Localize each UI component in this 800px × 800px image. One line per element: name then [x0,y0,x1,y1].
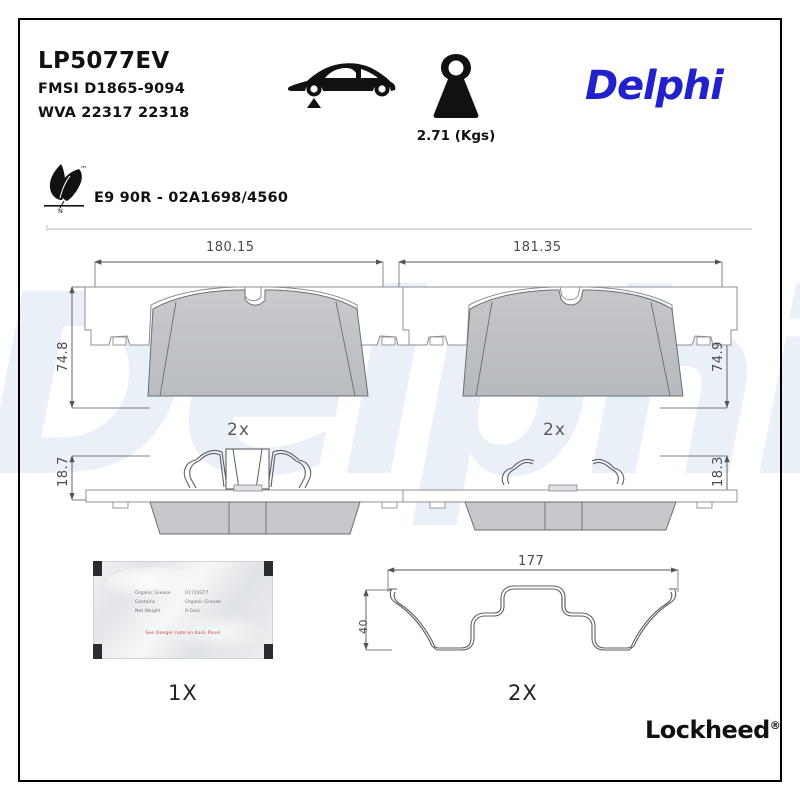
delphi-logo: Delphi [585,63,724,109]
approval-block: N ™ E9 90R - 02A1698/4560 [38,160,378,216]
sachet-weight-key: Net Weight [135,608,161,614]
sachet-product-value: 01710377 [185,591,209,596]
sachet-notch-bottom-right [264,644,273,659]
sachet-contains-value: Organic Grease [185,599,221,605]
spring-clip-drawing [363,567,679,651]
leaf-icon: N ™ [44,164,87,214]
sachet-row-product: Organic Grease 01710377 [135,590,253,599]
weight-value: 2.71 (Kgs) [416,128,496,144]
sachet-notch-top-left [93,561,102,576]
sachet-contains-key: Contains [135,599,156,605]
pad-retaining-clip-right [501,458,625,486]
sachet-warning-text: See Danger note on back Panel [145,631,221,636]
svg-text:N: N [58,207,63,214]
sachet-weight-value: 6 Gms [185,608,200,614]
brake-pad-left-plan [84,286,423,397]
dim-right-width: 181.35 [513,240,562,255]
brake-pad-right-side-view [402,484,738,531]
dim-left-thickness: 18.7 [56,456,71,487]
grease-qty: 1X [168,681,198,705]
page-border [18,18,782,782]
sachet-highlight [107,566,201,601]
dim-left-height: 74.8 [56,341,71,372]
dim-clip-height: 40 [357,619,370,634]
weight-icon [433,54,479,118]
page-title: LP5077EV [38,48,170,74]
spring-clip-qty: 2X [508,681,538,705]
sachet-notch-top-right [264,561,273,576]
grease-sachet: Organic Grease 01710377 Contains Organic… [93,561,273,659]
lockheed-logo: Lockheed® [645,716,781,744]
sachet-row-contains: Contains Organic Grease [135,599,253,608]
sachet-highlight-2 [175,611,263,652]
header-text-block: LP5077EV FMSI D1865-9094 WVA 22317 22318 [38,50,764,120]
dim-right-thickness: 18.3 [711,456,726,487]
dim-left-width: 180.15 [206,240,255,255]
registered-trademark-icon: ® [769,719,781,732]
brake-pad-right-plan [402,286,738,397]
lockheed-logo-text: Lockheed [645,716,770,744]
sachet-notch-bottom-left [93,644,102,659]
fmsi-reference: FMSI D1865-9094 [38,81,185,97]
sachet-row-weight: Net Weight 6 Gms [135,608,253,617]
wva-reference: WVA 22317 22318 [38,104,190,121]
sachet-label-table: Organic Grease 01710377 Contains Organic… [135,590,253,617]
svg-text:™: ™ [80,165,87,173]
dim-right-height: 74.9 [711,341,726,372]
clip-qty-right: 2x [543,420,566,440]
car-front-axle-icon [287,63,396,108]
approval-code: E9 90R - 02A1698/4560 [94,190,289,206]
dim-clip-width: 177 [518,554,545,569]
header-divider [46,225,752,231]
brake-pad-left-side-view [85,484,424,535]
clip-qty-left: 2x [227,420,250,440]
sachet-product-key: Organic Grease [135,591,171,596]
